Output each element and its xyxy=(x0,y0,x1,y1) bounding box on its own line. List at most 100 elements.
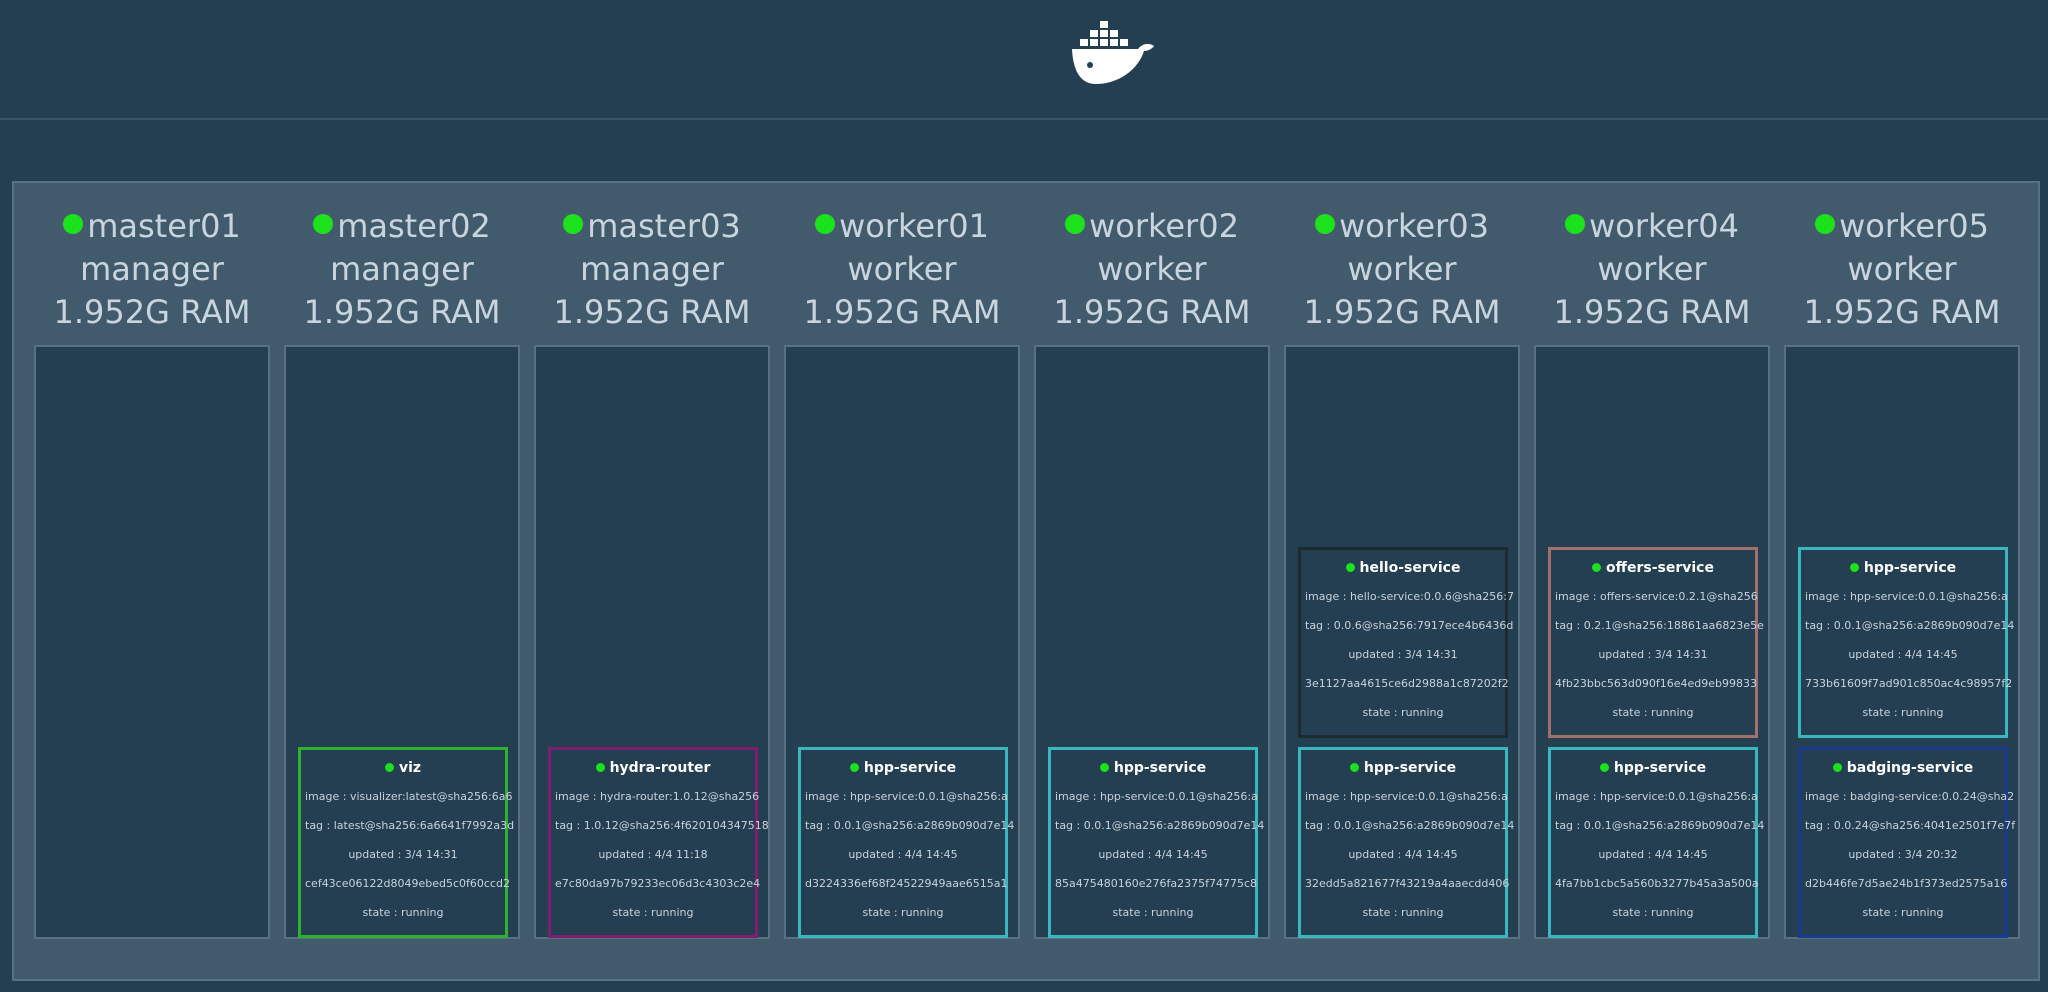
task-image: image : badging-service:0.0.24@sha2 xyxy=(1805,790,2015,803)
task-card-hpp-service[interactable]: hpp-service image : hpp-service:0.0.1@sha… xyxy=(798,747,1014,938)
task-id: d2b446fe7d5ae24b1f373ed2575a16 xyxy=(1805,877,2008,890)
task-id: 32edd5a821677f43219a4aaecdd406 xyxy=(1305,877,1510,890)
node-name: master01 xyxy=(87,207,241,245)
task-name: hello-service xyxy=(1359,560,1461,576)
node-header: master03 manager 1.952G RAM xyxy=(534,205,770,335)
task-tag: tag : 0.0.6@sha256:7917ece4b6436d xyxy=(1305,619,1514,632)
task-image: image : hpp-service:0.0.1@sha256:a xyxy=(1805,590,2008,603)
status-dot-icon xyxy=(1565,214,1586,234)
task-name: hpp-service xyxy=(1363,760,1457,776)
task-id: 4fb23bbc563d090f16e4ed9eb99833 xyxy=(1555,677,1757,690)
node-name-line: worker03 xyxy=(1284,205,1520,248)
task-tag: tag : latest@sha256:6a6641f7992a3d xyxy=(305,819,515,832)
task-updated: updated : 3/4 20:32 xyxy=(1848,848,1958,861)
node-role: worker xyxy=(847,250,957,288)
node-ram: 1.952G RAM xyxy=(1803,293,2001,331)
node-task-area: hydra-router image : hydra-router:1.0.12@… xyxy=(534,345,770,939)
task-name: badging-service xyxy=(1846,760,1974,776)
task-card-hpp-service[interactable]: hpp-service image : hpp-service:0.0.1@sha… xyxy=(1298,747,1514,938)
node-role: worker xyxy=(1097,250,1207,288)
task-state: state : running xyxy=(1362,906,1444,919)
task-card-hpp-service[interactable]: hpp-service image : hpp-service:0.0.1@sha… xyxy=(1798,547,2014,738)
task-image: image : hpp-service:0.0.1@sha256:a xyxy=(1305,790,1508,803)
task-state: state : running xyxy=(1612,706,1694,719)
task-id: d3224336ef68f24522949aae6515a1 xyxy=(805,877,1008,890)
node-ram: 1.952G RAM xyxy=(553,293,751,331)
status-dot-icon xyxy=(1815,214,1836,234)
node-header: worker05 worker 1.952G RAM xyxy=(1784,205,2020,335)
node-role: manager xyxy=(80,250,224,288)
task-card-hydra-router[interactable]: hydra-router image : hydra-router:1.0.12@… xyxy=(548,747,769,938)
node-role: manager xyxy=(580,250,724,288)
status-dot-icon xyxy=(1349,762,1359,772)
task-card-badging-service[interactable]: badging-service image : badging-service:0… xyxy=(1798,747,2016,938)
task-state: state : running xyxy=(1362,706,1444,719)
task-image: image : visualizer:latest@sha256:6a6 xyxy=(305,790,513,803)
task-title: badging-service xyxy=(1801,760,2005,776)
node-name: worker05 xyxy=(1839,207,1989,245)
task-state: state : running xyxy=(1862,906,1944,919)
task-card-hello-service[interactable]: hello-service image : hello-service:0.0.6… xyxy=(1298,547,1514,738)
task-state: state : running xyxy=(1112,906,1194,919)
node-role: manager xyxy=(330,250,474,288)
task-name: hpp-service xyxy=(863,760,957,776)
task-image: image : hydra-router:1.0.12@sha256 xyxy=(555,790,760,803)
node-name-line: worker01 xyxy=(784,205,1020,248)
task-title: hpp-service xyxy=(1051,760,1255,776)
task-title: hpp-service xyxy=(801,760,1005,776)
task-updated: updated : 4/4 14:45 xyxy=(848,848,958,861)
node-task-area xyxy=(34,345,270,939)
node-name-line: worker05 xyxy=(1784,205,2020,248)
node-role: worker xyxy=(1847,250,1957,288)
task-title: hello-service xyxy=(1301,560,1505,576)
task-id: 3e1127aa4615ce6d2988a1c87202f2 xyxy=(1305,677,1509,690)
node-name-line: worker02 xyxy=(1034,205,1270,248)
task-updated: updated : 3/4 14:31 xyxy=(1348,648,1458,661)
task-tag: tag : 1.0.12@sha256:4f620104347518 xyxy=(555,819,769,832)
task-name: hpp-service xyxy=(1113,760,1207,776)
task-updated: updated : 3/4 14:31 xyxy=(348,848,458,861)
status-dot-icon xyxy=(1592,562,1602,572)
node-name: master03 xyxy=(587,207,741,245)
task-updated: updated : 3/4 14:31 xyxy=(1598,648,1708,661)
top-bar xyxy=(0,0,2048,120)
status-dot-icon xyxy=(1832,762,1842,772)
task-tag: tag : 0.0.24@sha256:4041e2501f7e7f xyxy=(1805,819,2016,832)
task-tag: tag : 0.2.1@sha256:18861aa6823e5e xyxy=(1555,619,1764,632)
node-name: worker01 xyxy=(839,207,989,245)
task-title: hpp-service xyxy=(1801,560,2005,576)
task-updated: updated : 4/4 14:45 xyxy=(1598,848,1708,861)
task-state: state : running xyxy=(1862,706,1944,719)
node-ram: 1.952G RAM xyxy=(1553,293,1751,331)
docker-whale-icon xyxy=(1072,21,1154,84)
task-image: image : hello-service:0.0.6@sha256:7 xyxy=(1305,590,1514,603)
task-id: 85a475480160e276fa2375f74775c8 xyxy=(1055,877,1258,890)
status-dot-icon xyxy=(1345,562,1355,572)
status-dot-icon xyxy=(595,762,605,772)
status-dot-icon xyxy=(384,762,394,772)
node-role: worker xyxy=(1347,250,1457,288)
node-master03: master03 manager 1.952G RAM hydra-router ima… xyxy=(534,205,770,939)
task-id: cef43ce06122d8049ebed5c0f60ccd2 xyxy=(305,877,510,890)
task-name: hpp-service xyxy=(1863,560,1957,576)
node-task-area: hpp-service image : hpp-service:0.0.1@sha… xyxy=(784,345,1020,939)
task-id: 4fa7bb1cbc5a560b3277b45a3a500a xyxy=(1555,877,1759,890)
task-image: image : hpp-service:0.0.1@sha256:a xyxy=(805,790,1008,803)
task-name: hydra-router xyxy=(609,760,711,776)
task-image: image : offers-service:0.2.1@sha256 xyxy=(1555,590,1758,603)
